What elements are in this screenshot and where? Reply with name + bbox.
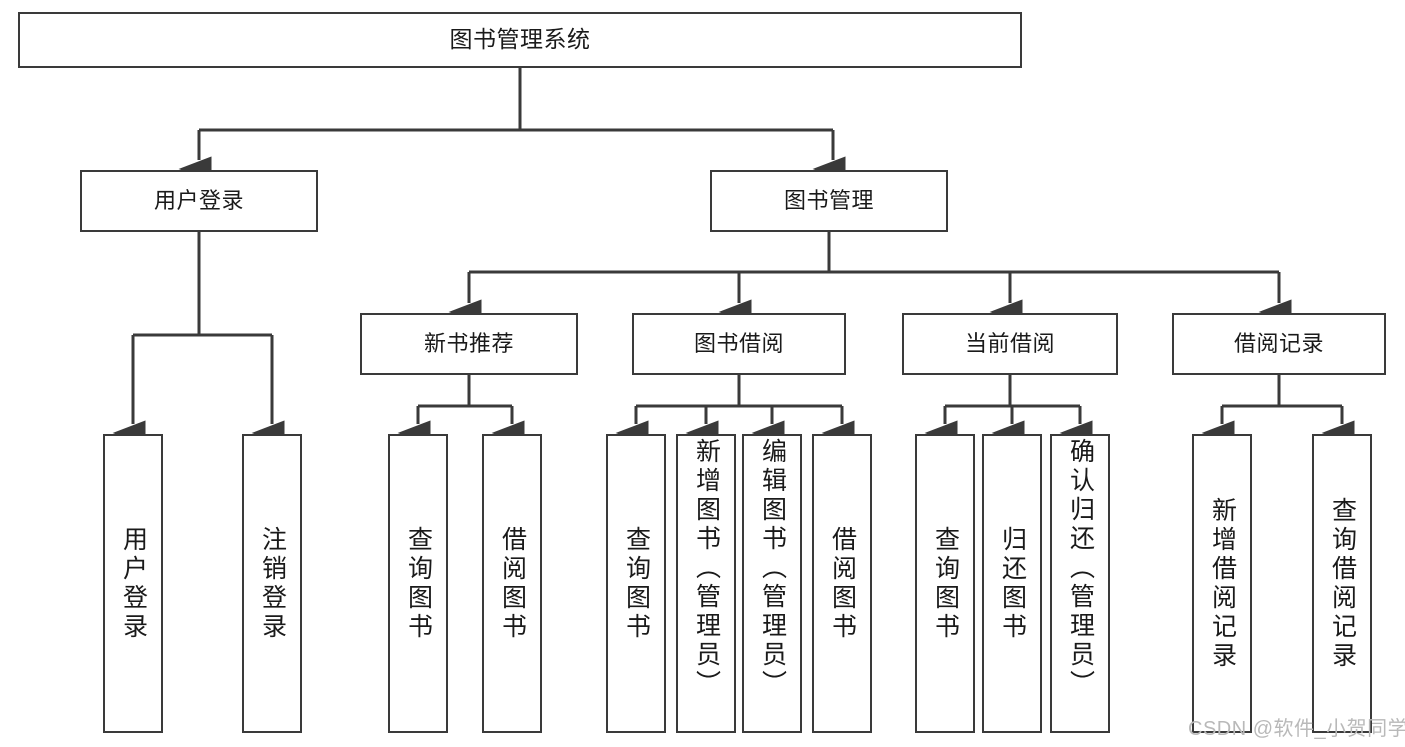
node-label: 当前借阅 (964, 330, 1055, 356)
node-label: 查询借阅记录 (1328, 496, 1357, 671)
node-book-management[interactable]: 图书管理 (710, 170, 948, 232)
node-book-borrow[interactable]: 图书借阅 (632, 313, 846, 375)
node-label: 查询图书 (622, 525, 651, 642)
leaf-return-book[interactable]: 归还图书 (982, 434, 1042, 733)
node-new-book-recommendation[interactable]: 新书推荐 (360, 313, 578, 375)
node-current-borrow[interactable]: 当前借阅 (902, 313, 1118, 375)
node-label: 借阅图书 (498, 525, 527, 642)
node-label: 图书管理系统 (449, 26, 591, 53)
node-label: 新增借阅记录 (1208, 496, 1237, 671)
node-label: 借阅记录 (1233, 330, 1324, 356)
node-label: 确认归还（管理员） (1066, 438, 1095, 699)
node-label: 用户登录 (119, 525, 148, 642)
node-label: 归还图书 (998, 525, 1027, 642)
leaf-query-book-current[interactable]: 查询图书 (915, 434, 975, 733)
leaf-edit-book-admin[interactable]: 编辑图书（管理员） (742, 434, 802, 733)
node-label: 图书管理 (783, 187, 874, 213)
node-root-system[interactable]: 图书管理系统 (18, 12, 1022, 68)
node-user-login[interactable]: 用户登录 (80, 170, 318, 232)
leaf-user-login[interactable]: 用户登录 (103, 434, 163, 733)
leaf-borrow-book-rec[interactable]: 借阅图书 (482, 434, 542, 733)
leaf-borrow-book[interactable]: 借阅图书 (812, 434, 872, 733)
leaf-query-borrow-record[interactable]: 查询借阅记录 (1312, 434, 1372, 733)
node-label: 查询图书 (404, 525, 433, 642)
node-label: 新增图书（管理员） (692, 438, 721, 699)
leaf-confirm-return-admin[interactable]: 确认归还（管理员） (1050, 434, 1110, 733)
leaf-query-book-rec[interactable]: 查询图书 (388, 434, 448, 733)
leaf-query-book-borrow[interactable]: 查询图书 (606, 434, 666, 733)
leaf-user-logout[interactable]: 注销登录 (242, 434, 302, 733)
node-borrow-record[interactable]: 借阅记录 (1172, 313, 1386, 375)
leaf-add-borrow-record[interactable]: 新增借阅记录 (1192, 434, 1252, 733)
node-label: 图书借阅 (693, 330, 784, 356)
leaf-add-book-admin[interactable]: 新增图书（管理员） (676, 434, 736, 733)
node-label: 用户登录 (153, 187, 244, 213)
watermark-text: CSDN @软件_小贺同学 (1188, 718, 1405, 740)
node-label: 新书推荐 (423, 330, 514, 356)
node-label: 借阅图书 (828, 525, 857, 642)
node-label: 注销登录 (258, 525, 287, 642)
node-label: 编辑图书（管理员） (758, 438, 787, 699)
node-label: 查询图书 (931, 525, 960, 642)
